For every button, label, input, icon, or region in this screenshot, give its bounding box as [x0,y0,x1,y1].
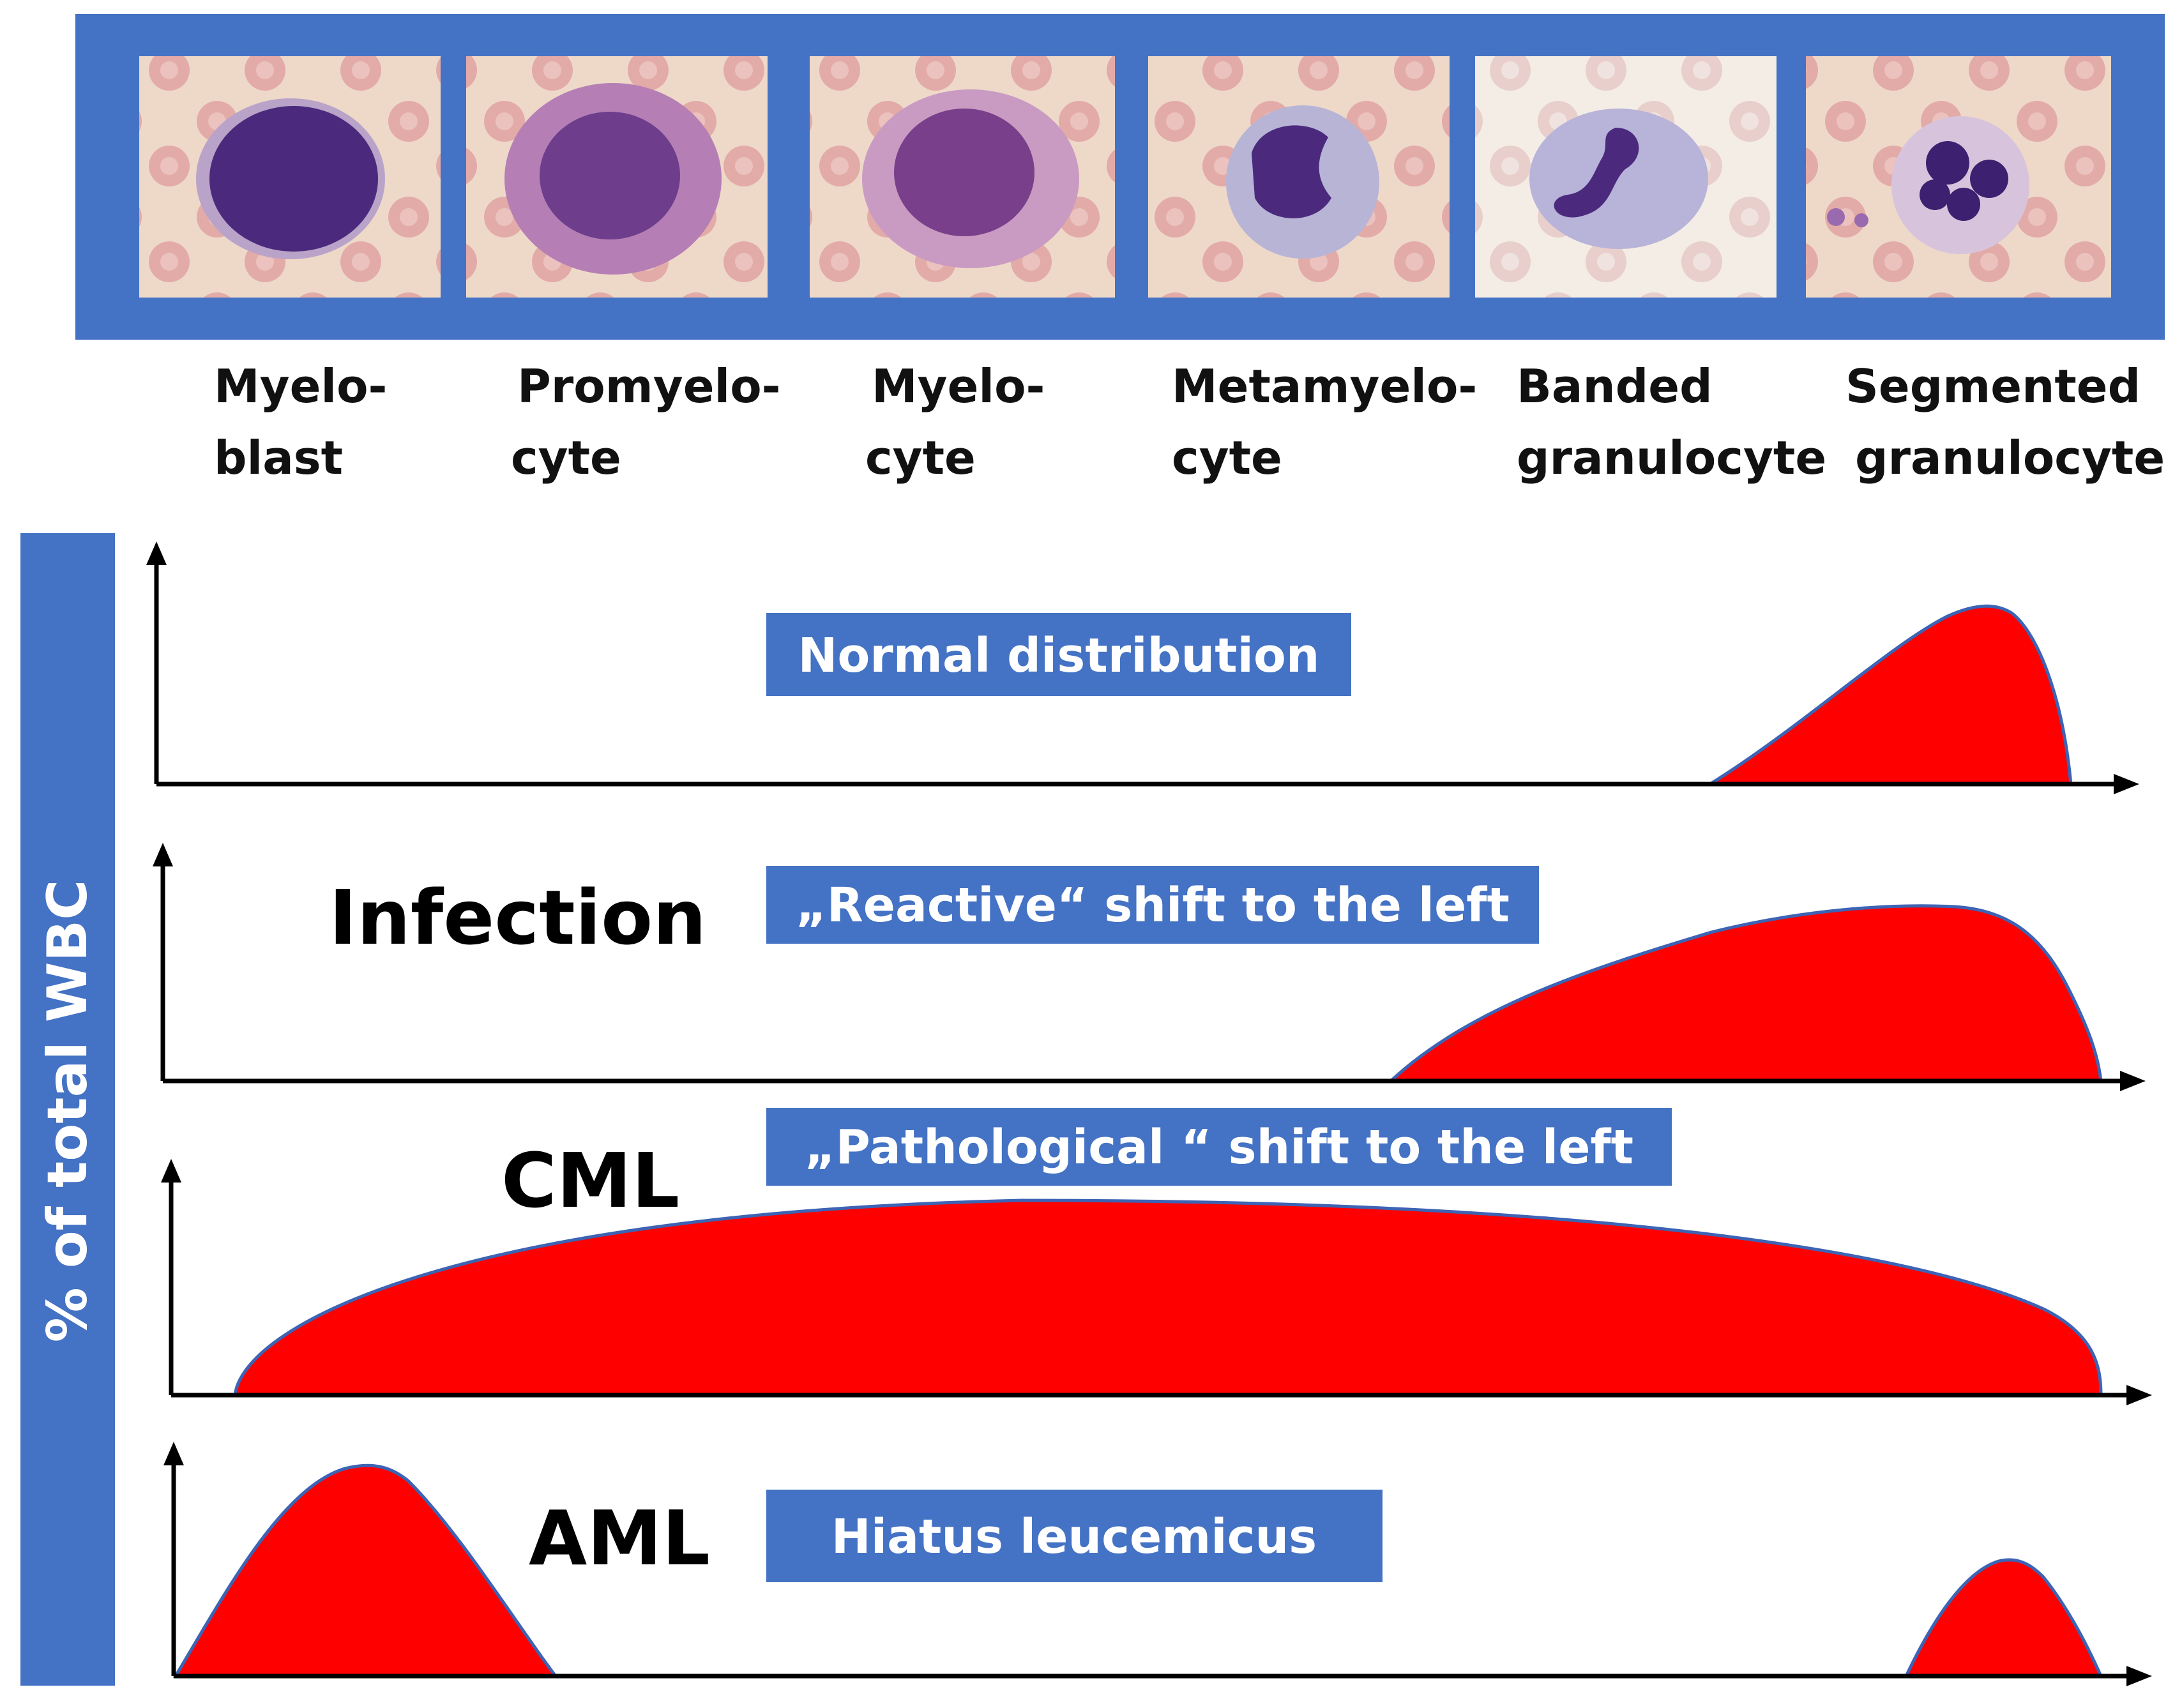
caption-segmented-line2: granulocyte [1855,431,2165,485]
normal-label-box [766,613,1351,696]
myelocyte-image [810,56,1115,298]
cml-label-box [766,1108,1672,1186]
promyelocyte-image [466,56,768,298]
aml-mature-curve [1904,1558,2103,1678]
cml-curve [233,1198,2103,1397]
infection-label-text: „Reactive“ shift to the left [796,878,1510,933]
panel-aml: AML Hiatus leucemicus [163,1442,2152,1686]
infection-y-arrowhead [153,843,173,866]
aml-y-arrowhead [163,1442,184,1465]
infection-curve [1386,904,2103,1083]
caption-myeloblast-line1: Myelo- [214,359,387,413]
myeloblast-image [139,56,441,298]
caption-banded-line1: Banded [1517,359,1713,413]
caption-myelocyte-line1: Myelo- [872,359,1045,413]
infection-disease-label: Infection [329,873,706,962]
metamyelocyte-image [1148,56,1450,298]
aml-disease-label: AML [529,1494,710,1582]
normal-x-arrowhead [2114,774,2139,794]
aml-blast-curve [172,1463,559,1678]
caption-banded-line2: granulocyte [1517,431,1826,485]
aml-label-box [766,1490,1383,1582]
cml-y-arrowhead [161,1159,181,1183]
infection-x-arrowhead [2120,1071,2146,1091]
cml-x-arrowhead [2126,1385,2152,1405]
aml-x-arrowhead [2126,1666,2152,1686]
cml-disease-label: CML [501,1137,679,1225]
caption-metamyelocyte-line1: Metamyelo- [1172,359,1477,413]
panel-cml: CML „Pathological “ shift to the left [161,1108,2152,1405]
caption-promyelocyte-line2: cyte [511,431,621,485]
banded-granulocyte-image [1475,56,1777,298]
y-axis-label: % of total WBC [36,880,100,1343]
caption-myelocyte-line2: cyte [865,431,976,485]
y-axis-label-bar [20,533,115,1686]
cml-label-text: „Pathological “ shift to the left [805,1120,1633,1175]
normal-y-arrowhead [146,541,167,565]
aml-label-text: Hiatus leucemicus [831,1509,1317,1564]
panel-normal: Normal distribution [146,541,2139,794]
panel-infection: Infection „Reactive“ shift to the left [153,843,2146,1091]
caption-metamyelocyte-line2: cyte [1172,431,1282,485]
caption-promyelocyte-line1: Promyelo- [517,359,781,413]
infection-label-box [766,866,1539,944]
normal-distribution-curve [1704,604,2073,786]
normal-label-text: Normal distribution [798,628,1320,683]
segmented-granulocyte-image [1806,56,2111,298]
cell-captions: Myelo- blast Promyelo- cyte Myelo- cyte … [214,359,2165,485]
caption-myeloblast-line2: blast [214,431,343,485]
caption-segmented-line1: Segmented [1845,359,2140,413]
